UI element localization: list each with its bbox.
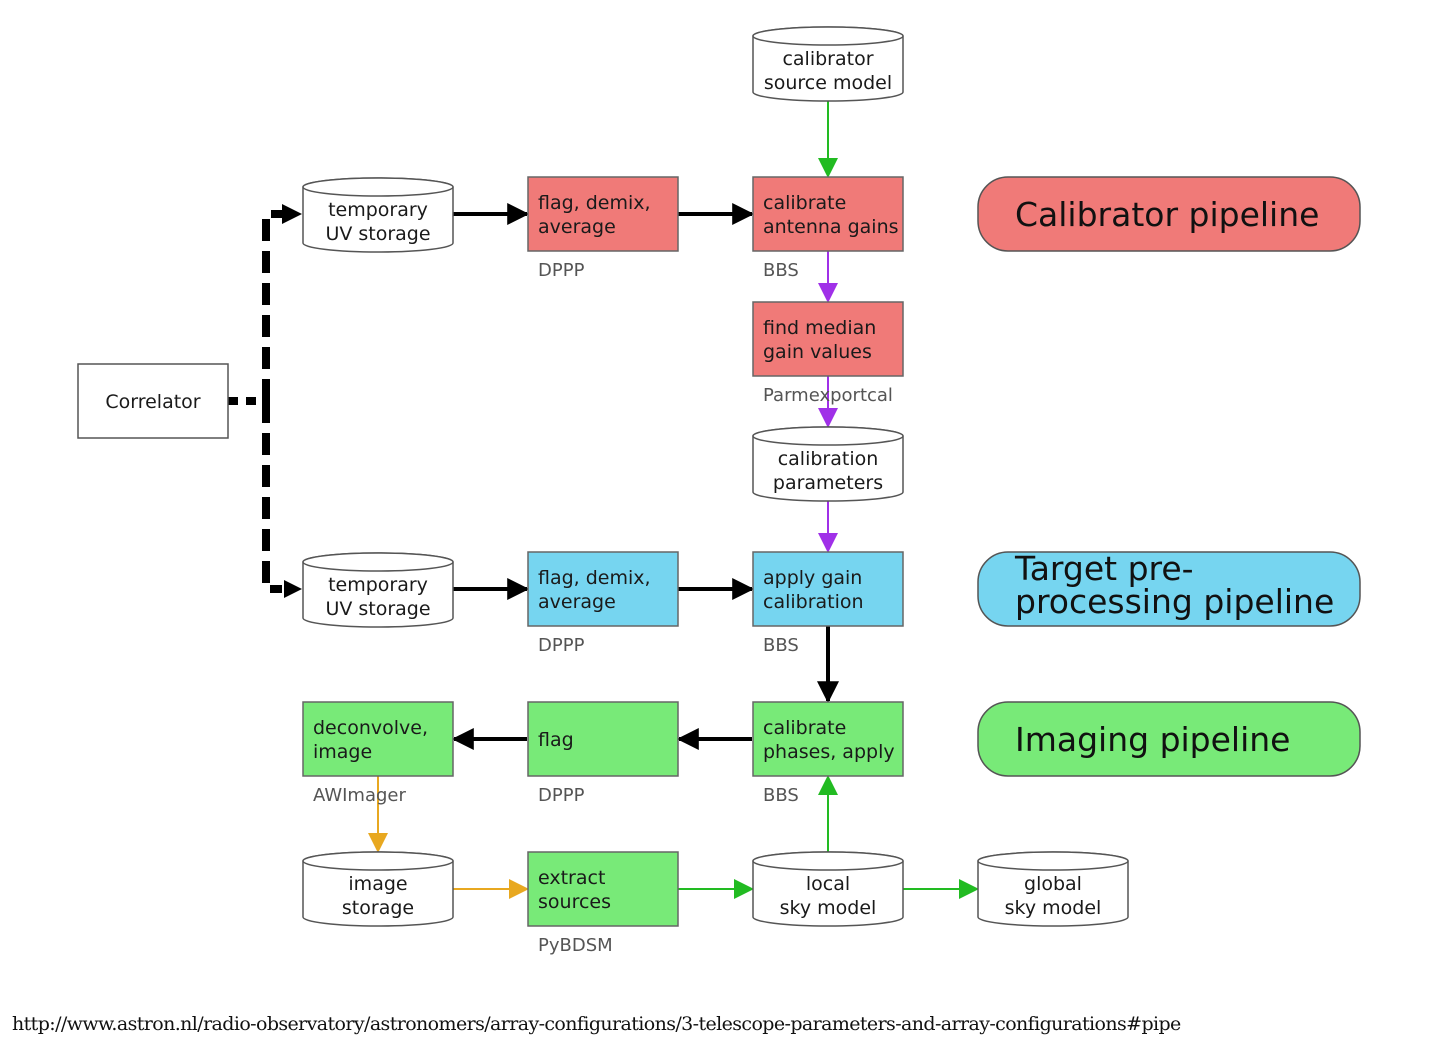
process-box	[527, 176, 679, 252]
cylinder-top	[302, 851, 454, 871]
node-label-line: antenna gains	[763, 216, 899, 238]
legend-label: Imaging pipeline	[1015, 720, 1291, 759]
legend-imaging-pipeline: Imaging pipeline	[977, 701, 1361, 777]
node-label-line: calibrator	[782, 48, 873, 70]
node-label-line: find median	[763, 317, 876, 339]
legend-calibrator-pipeline: Calibrator pipeline	[977, 176, 1361, 252]
node-label-line: parameters	[773, 472, 883, 494]
process-box	[752, 701, 904, 777]
node-label-line: calibrate	[763, 717, 846, 739]
tool-label: AWImager	[313, 785, 407, 806]
node-label-line: flag, demix,	[538, 567, 651, 589]
tool-label: Parmexportcal	[763, 385, 893, 406]
cylinder-top	[977, 851, 1129, 871]
tool-label: PyBDSM	[538, 935, 613, 956]
cylinder-top	[302, 552, 454, 572]
node-label-line: source model	[764, 72, 892, 94]
tool-label: BBS	[763, 260, 799, 281]
node-label-line: image	[313, 741, 372, 763]
node-label-line: global	[1024, 873, 1082, 895]
node-label-line: sources	[538, 891, 611, 913]
process-box	[302, 701, 454, 777]
node-label-line: UV storage	[325, 598, 430, 620]
node-label-line: average	[538, 216, 616, 238]
legend-label-line: processing pipeline	[1015, 582, 1334, 621]
legend-pill	[977, 176, 1361, 252]
cylinder-top	[302, 177, 454, 197]
node-correlator: Correlator	[77, 363, 229, 439]
process-box	[752, 301, 904, 377]
node-label-line: deconvolve,	[313, 717, 428, 739]
process-box	[752, 551, 904, 627]
dashed-connector-upper	[262, 210, 282, 401]
node-label-line: calibrate	[763, 192, 846, 214]
node-label-line: phases, apply	[763, 741, 895, 763]
tool-label: DPPP	[538, 785, 585, 806]
node-label-line: calibration	[778, 448, 879, 470]
node-label-line: temporary	[328, 199, 428, 221]
legend-pill	[977, 551, 1361, 627]
node-label-line: extract	[538, 867, 605, 889]
node-label-line: apply gain	[763, 567, 862, 589]
legend-pill	[977, 701, 1361, 777]
process-box	[527, 551, 679, 627]
node-label-line: local	[806, 873, 850, 895]
arrowhead-lower-uv	[284, 580, 302, 598]
dashed-connector-lower	[262, 401, 282, 593]
node-label-line: sky model	[780, 897, 877, 919]
node-label-line: storage	[342, 897, 414, 919]
process-box	[527, 851, 679, 927]
node-label-line: flag	[538, 729, 574, 751]
tool-label: DPPP	[538, 260, 585, 281]
cylinder-top	[752, 26, 904, 46]
tool-label: BBS	[763, 785, 799, 806]
node-label-line: sky model	[1005, 897, 1102, 919]
node-label-line: UV storage	[325, 223, 430, 245]
process-box	[527, 701, 679, 777]
legend-target-pipeline: Target pre-processing pipeline	[977, 549, 1361, 627]
tool-label: DPPP	[538, 635, 585, 656]
cylinder-top	[752, 851, 904, 871]
node-label-line: image	[348, 873, 407, 895]
node-label-line: average	[538, 591, 616, 613]
node-label-line: Correlator	[105, 391, 200, 413]
process-box	[77, 363, 229, 439]
legend-label-line: Target pre-	[1014, 549, 1194, 588]
legend-label: Calibrator pipeline	[1015, 195, 1319, 234]
node-label-line: flag, demix,	[538, 192, 651, 214]
source-url: http://www.astron.nl/radio-observatory/a…	[12, 1013, 1181, 1035]
node-label-line: gain values	[763, 341, 872, 363]
tool-label: BBS	[763, 635, 799, 656]
node-label-line: calibration	[763, 591, 864, 613]
arrowhead-upper-uv	[282, 204, 302, 224]
process-box	[752, 176, 904, 252]
cylinder-top	[752, 426, 904, 446]
node-label-line: temporary	[328, 574, 428, 596]
